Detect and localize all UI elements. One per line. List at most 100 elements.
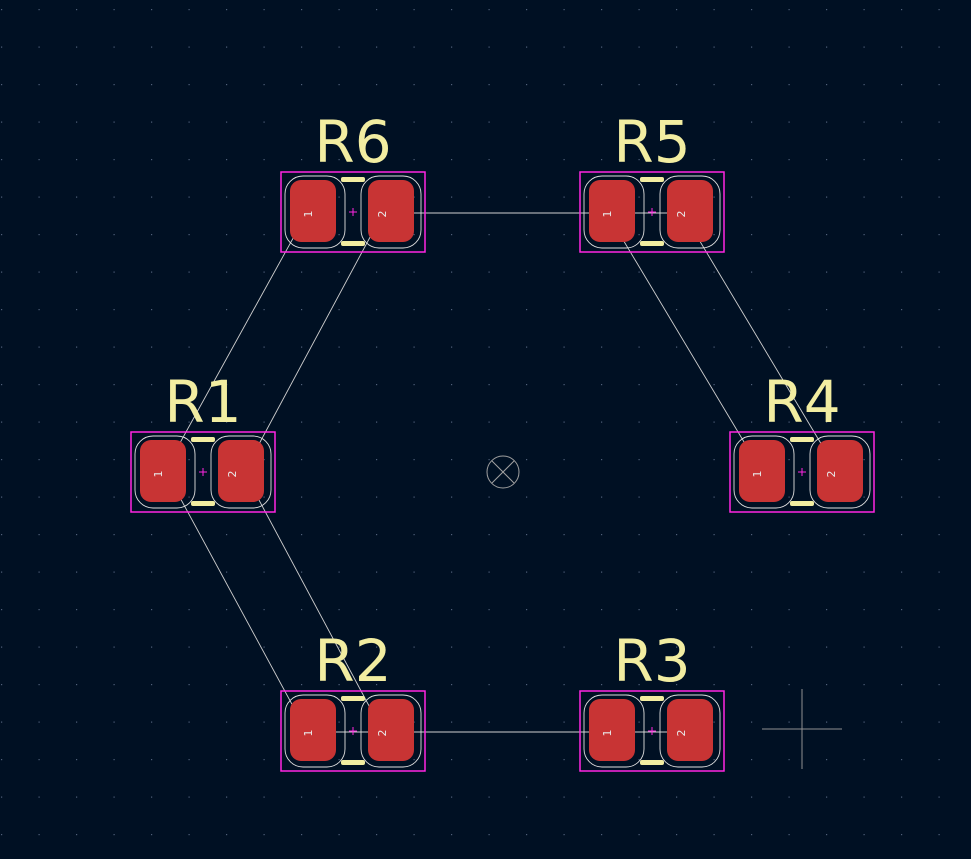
pad-1[interactable]	[290, 699, 336, 761]
grid-dot	[938, 684, 940, 686]
footprint-r4[interactable]: 1 2 R4	[729, 368, 875, 513]
grid-dot	[226, 534, 228, 536]
pad-1[interactable]	[589, 699, 635, 761]
grid-dot	[713, 609, 715, 611]
grid-dot	[151, 159, 153, 161]
grid-dot	[826, 9, 828, 11]
footprint-r5[interactable]: 1 2 R5	[579, 108, 725, 253]
grid-dot	[188, 496, 190, 498]
grid-dot	[226, 121, 228, 123]
grid-dot	[301, 646, 303, 648]
pad-1[interactable]	[140, 440, 186, 502]
grid-dot	[526, 121, 528, 123]
grid-dot	[938, 346, 940, 348]
grid-dot	[151, 534, 153, 536]
pad-2[interactable]	[817, 440, 863, 502]
grid-dot	[601, 571, 603, 573]
grid-dot	[863, 84, 865, 86]
grid-dot	[338, 459, 340, 461]
grid-dot	[901, 421, 903, 423]
pad-1[interactable]	[290, 180, 336, 242]
grid-dot	[226, 346, 228, 348]
grid-dot	[638, 459, 640, 461]
grid-dot	[863, 234, 865, 236]
grid-dot	[76, 121, 78, 123]
grid-dot	[638, 759, 640, 761]
grid-dot	[301, 459, 303, 461]
grid-dot	[413, 196, 415, 198]
grid-dot	[676, 459, 678, 461]
pad-2[interactable]	[218, 440, 264, 502]
grid-dot	[488, 534, 490, 536]
grid-dot	[38, 384, 40, 386]
silkscreen-line	[640, 696, 664, 701]
grid-dot	[601, 796, 603, 798]
grid-dot	[601, 346, 603, 348]
grid-dot	[226, 721, 228, 723]
pad-2[interactable]	[368, 180, 414, 242]
grid-dot	[901, 834, 903, 836]
grid-dot	[338, 759, 340, 761]
grid-dot	[76, 196, 78, 198]
grid-dot	[413, 346, 415, 348]
grid-dot	[451, 9, 453, 11]
grid-dot	[151, 346, 153, 348]
grid-dot	[676, 421, 678, 423]
grid-dot	[226, 571, 228, 573]
reference-designator[interactable]: R1	[164, 368, 241, 436]
footprint-r1[interactable]: 1 2 R1	[130, 368, 276, 513]
grid-dot	[563, 609, 565, 611]
grid-dot	[38, 159, 40, 161]
grid-dot	[1, 496, 3, 498]
pad-2[interactable]	[368, 699, 414, 761]
grid-dot	[301, 346, 303, 348]
grid-dot	[601, 9, 603, 11]
grid-dot	[526, 346, 528, 348]
grid-dot	[488, 234, 490, 236]
grid-dot	[1, 421, 3, 423]
grid-dot	[938, 571, 940, 573]
footprint-r3[interactable]: 1 2 R3	[579, 627, 725, 772]
reference-designator[interactable]: R3	[613, 627, 690, 695]
pad-2[interactable]	[667, 180, 713, 242]
grid-dot	[76, 834, 78, 836]
grid-dot	[526, 796, 528, 798]
reference-designator[interactable]: R6	[314, 108, 391, 176]
grid-dot	[601, 646, 603, 648]
footprint-r6[interactable]: 1 2 R6	[280, 108, 426, 253]
grid-dot	[826, 834, 828, 836]
pad-1-number: 1	[152, 471, 165, 478]
grid-dot	[376, 309, 378, 311]
grid-dot	[676, 346, 678, 348]
grid-dot	[638, 646, 640, 648]
grid-dot	[263, 84, 265, 86]
grid-dot	[713, 309, 715, 311]
reference-designator[interactable]: R5	[613, 108, 690, 176]
grid-dot	[638, 721, 640, 723]
pad-1[interactable]	[739, 440, 785, 502]
grid-dot	[263, 421, 265, 423]
grid-dot	[76, 9, 78, 11]
grid-dot	[38, 9, 40, 11]
grid-dot	[826, 534, 828, 536]
grid-dot	[188, 234, 190, 236]
grid-dot	[263, 346, 265, 348]
grid-dot	[38, 84, 40, 86]
grid-dot	[338, 234, 340, 236]
reference-designator[interactable]: R4	[763, 368, 840, 436]
grid-dot	[751, 646, 753, 648]
pad-clearance	[210, 435, 272, 509]
footprint-r2[interactable]: 1 2 R2	[280, 627, 426, 772]
grid-dot	[338, 721, 340, 723]
airwire	[243, 471, 384, 733]
grid-dot	[188, 121, 190, 123]
reference-designator[interactable]: R2	[314, 627, 391, 695]
grid-dot	[226, 46, 228, 48]
grid-dot	[151, 84, 153, 86]
grid-dot	[901, 384, 903, 386]
pad-2[interactable]	[667, 699, 713, 761]
grid-dot	[226, 159, 228, 161]
grid-dot	[76, 271, 78, 273]
pad-1[interactable]	[589, 180, 635, 242]
